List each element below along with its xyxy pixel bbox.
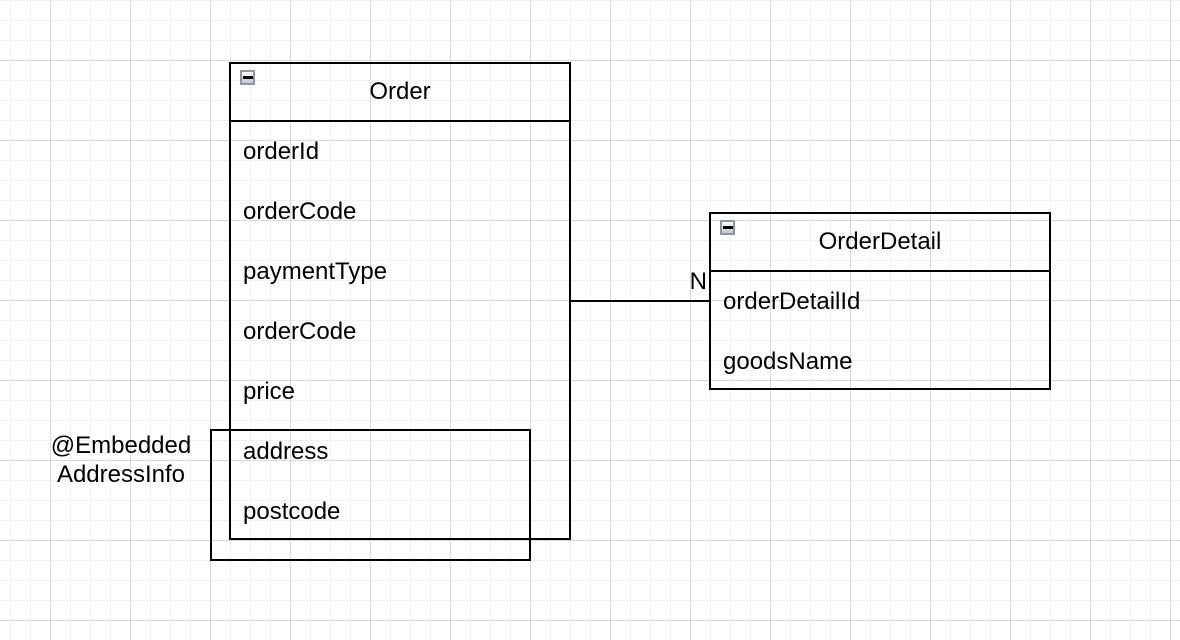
field-label: orderId	[243, 138, 320, 165]
embedded-annotation-label[interactable]: @Embedded AddressInfo	[30, 431, 212, 489]
order-field-row[interactable]: postcode	[231, 482, 569, 538]
entity-order-header[interactable]: Order	[231, 64, 569, 122]
entity-orderdetail[interactable]: OrderDetail orderDetailId goodsName	[709, 212, 1051, 390]
field-label: goodsName	[723, 348, 853, 375]
embedded-annotation-box[interactable]	[210, 429, 531, 561]
field-label: postcode	[243, 498, 341, 525]
entity-orderdetail-title: OrderDetail	[818, 228, 942, 255]
edge-connector[interactable]	[571, 300, 709, 302]
field-label: address	[243, 438, 329, 465]
order-field-row[interactable]: orderCode	[231, 302, 569, 362]
field-label: orderCode	[243, 198, 357, 225]
minus-icon	[242, 76, 253, 79]
annotation-line: @Embedded	[50, 432, 192, 459]
order-field-row[interactable]: address	[231, 422, 569, 482]
order-field-row[interactable]: orderId	[231, 122, 569, 182]
collapse-minus-icon[interactable]	[720, 220, 735, 235]
entity-order-title: Order	[369, 78, 431, 105]
entity-orderdetail-header[interactable]: OrderDetail	[711, 214, 1049, 272]
entity-order[interactable]: Order orderId orderCode paymentType orde…	[229, 62, 571, 540]
field-label: paymentType	[243, 258, 388, 285]
field-label: orderDetailId	[723, 288, 861, 315]
orderdetail-field-row[interactable]: orderDetailId	[711, 272, 1049, 332]
field-label: orderCode	[243, 318, 357, 345]
order-field-row[interactable]: paymentType	[231, 242, 569, 302]
order-field-row[interactable]: price	[231, 362, 569, 422]
collapse-minus-icon[interactable]	[240, 70, 255, 85]
edge-label-n[interactable]: N	[689, 268, 707, 295]
minus-icon	[722, 226, 733, 229]
field-label: price	[243, 378, 296, 405]
annotation-line: AddressInfo	[56, 461, 186, 488]
order-field-row[interactable]: orderCode	[231, 182, 569, 242]
orderdetail-field-row[interactable]: goodsName	[711, 332, 1049, 388]
